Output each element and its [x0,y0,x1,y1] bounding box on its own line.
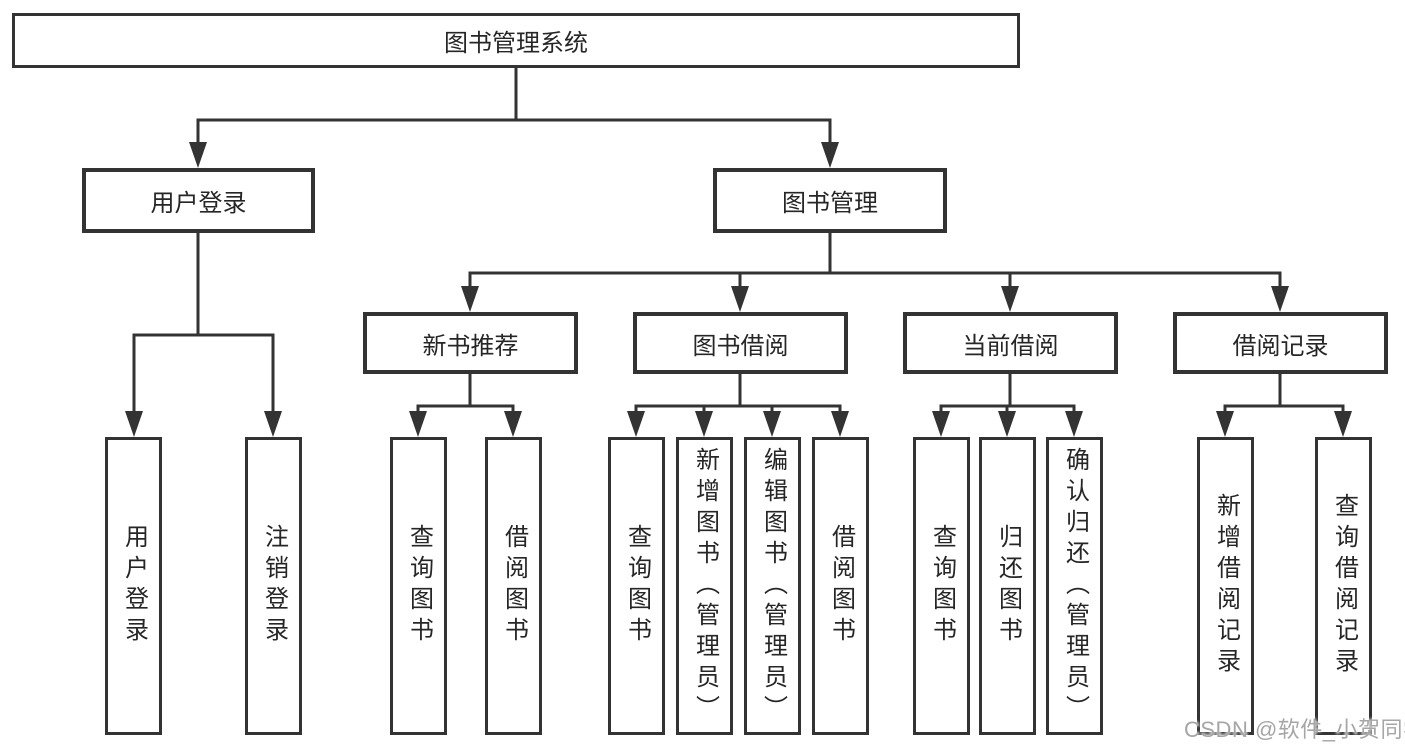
node-label: 借阅图书 [827,524,855,648]
node-label: 确认归还（管理员） [1061,446,1089,726]
leaf-borrow-book: 借阅图书 [812,437,869,735]
leaf-query-book-borrowing: 查询图书 [608,437,665,735]
node-label: 注销登录 [260,524,288,648]
node-label: 查询借阅记录 [1330,493,1358,679]
leaf-user-login: 用户登录 [105,437,162,735]
node-book-borrowing: 图书借阅 [633,312,848,374]
leaf-query-book-recommend: 查询图书 [390,437,447,735]
node-new-book-recommend: 新书推荐 [363,312,578,374]
node-label: 用户登录 [120,524,148,648]
node-user-login: 用户登录 [82,168,315,233]
node-label: 新增借阅记录 [1212,493,1240,679]
node-label: 图书管理系统 [444,30,588,57]
leaf-edit-book-admin: 编辑图书（管理员） [744,437,801,735]
leaf-query-borrow-record: 查询借阅记录 [1315,437,1372,735]
node-book-management: 图书管理 [713,168,947,233]
node-label: 归还图书 [994,524,1022,648]
leaf-add-book-admin: 新增图书（管理员） [676,437,733,735]
node-label: 图书管理 [782,190,878,217]
node-label: 用户登录 [150,190,247,217]
node-root-system: 图书管理系统 [12,13,1020,68]
leaf-query-book-current: 查询图书 [913,437,970,735]
node-label: 新书推荐 [422,332,519,360]
node-label: 图书借阅 [692,332,789,360]
node-label: 查询图书 [623,524,651,648]
leaf-logout: 注销登录 [245,437,302,735]
leaf-add-borrow-record: 新增借阅记录 [1197,437,1254,735]
node-current-borrowing: 当前借阅 [903,312,1118,374]
leaf-confirm-return-admin: 确认归还（管理员） [1046,437,1103,735]
leaf-return-book: 归还图书 [979,437,1036,735]
node-borrowing-records: 借阅记录 [1173,312,1388,374]
node-label: 新增图书（管理员） [691,446,719,726]
leaf-borrow-book-recommend: 借阅图书 [485,437,542,735]
csdn-watermark: CSDN @软件_小贺同学 [1184,717,1405,742]
node-label: 借阅图书 [500,524,528,648]
node-label: 查询图书 [928,524,956,648]
node-label: 借阅记录 [1232,332,1329,360]
node-label: 查询图书 [405,524,433,648]
node-label: 当前借阅 [962,332,1059,360]
node-label: 编辑图书（管理员） [759,446,787,726]
